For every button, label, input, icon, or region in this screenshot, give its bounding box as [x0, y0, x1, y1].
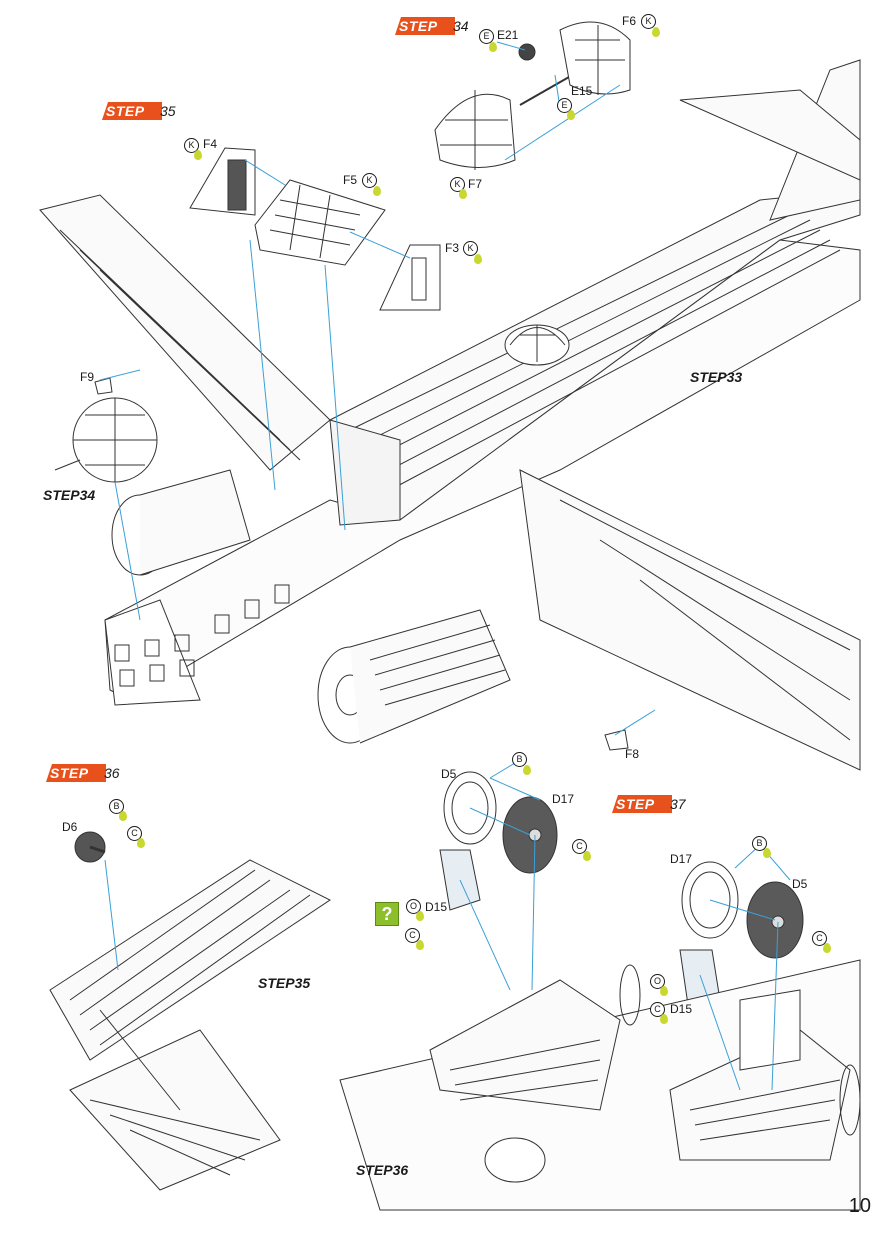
- color-code-k: K: [184, 138, 199, 153]
- paint-drop-icon: [416, 940, 424, 950]
- color-code-c: C: [405, 928, 420, 943]
- color-code-k: K: [362, 173, 377, 188]
- step-word: STEP: [106, 103, 145, 119]
- step-banner-bar: [102, 102, 162, 120]
- step35-title: STEP35: [258, 975, 311, 991]
- paint-drop-icon: [660, 986, 668, 996]
- color-code-k: K: [450, 177, 465, 192]
- step-number: 35: [160, 103, 176, 119]
- color-code-b: B: [109, 799, 124, 814]
- step-banner-bar: [395, 17, 455, 35]
- part-label-e21: E21: [497, 28, 519, 42]
- part-label-f4: F4: [203, 137, 218, 151]
- part-label-d17: D17: [670, 852, 693, 866]
- part-label-d5: D5: [792, 877, 808, 891]
- step33-title: STEP33: [690, 369, 743, 385]
- color-code-c: C: [127, 826, 142, 841]
- part-label-f8: F8: [625, 747, 640, 761]
- step-number: 34: [453, 18, 469, 34]
- step35-banner: STEP 35: [102, 102, 182, 120]
- paint-drop-icon: [489, 42, 497, 52]
- color-code-e: E: [479, 29, 494, 44]
- step-word: STEP: [399, 18, 438, 34]
- color-code-o: O: [650, 974, 665, 989]
- part-label-d6: D6: [62, 820, 78, 834]
- color-code-b: B: [752, 836, 767, 851]
- part-label-d17: D17: [552, 792, 575, 806]
- step34-title: STEP34: [43, 487, 96, 503]
- help-question-icon: ?: [375, 902, 399, 926]
- color-code-c: C: [572, 839, 587, 854]
- step-word: STEP: [616, 796, 655, 812]
- part-label-e15: E15: [571, 84, 593, 98]
- paint-drop-icon: [583, 851, 591, 861]
- paint-drop-icon: [373, 186, 381, 196]
- paint-drop-icon: [567, 110, 575, 120]
- step36-banner: STEP 36: [46, 764, 126, 782]
- part-label-d15: D15: [425, 900, 448, 914]
- step36-title: STEP36: [356, 1162, 409, 1178]
- part-label-f7: F7: [468, 177, 483, 191]
- step34-banner: STEP 34: [395, 17, 475, 35]
- color-code-k: K: [463, 241, 478, 256]
- paint-drop-icon: [823, 943, 831, 953]
- step-number: 37: [670, 796, 686, 812]
- color-code-k: K: [641, 14, 656, 29]
- paint-drop-icon: [523, 765, 531, 775]
- paint-drop-icon: [416, 911, 424, 921]
- part-label-f9: F9: [80, 370, 95, 384]
- part-label-f5: F5: [343, 173, 358, 187]
- step-banner-bar: [612, 795, 672, 813]
- page-number: 10: [848, 1195, 871, 1217]
- step-banner-bar: [46, 764, 106, 782]
- paint-drop-icon: [137, 838, 145, 848]
- paint-drop-icon: [474, 254, 482, 264]
- part-label-f3: F3: [445, 241, 460, 255]
- step-number: 36: [104, 765, 120, 781]
- step-word: STEP: [50, 765, 89, 781]
- color-code-c: C: [812, 931, 827, 946]
- color-code-c: C: [650, 1002, 665, 1017]
- paint-drop-icon: [652, 27, 660, 37]
- color-code-b: B: [512, 752, 527, 767]
- part-label-f6: F6: [622, 14, 637, 28]
- paint-drop-icon: [194, 150, 202, 160]
- paint-drop-icon: [119, 811, 127, 821]
- color-code-e: E: [557, 98, 572, 113]
- paint-drop-icon: [763, 848, 771, 858]
- part-label-d15: D15: [670, 1002, 693, 1016]
- paint-drop-icon: [459, 189, 467, 199]
- step37-banner: STEP 37: [612, 795, 692, 813]
- paint-drop-icon: [660, 1014, 668, 1024]
- part-label-d5: D5: [441, 767, 457, 781]
- color-code-o: O: [406, 899, 421, 914]
